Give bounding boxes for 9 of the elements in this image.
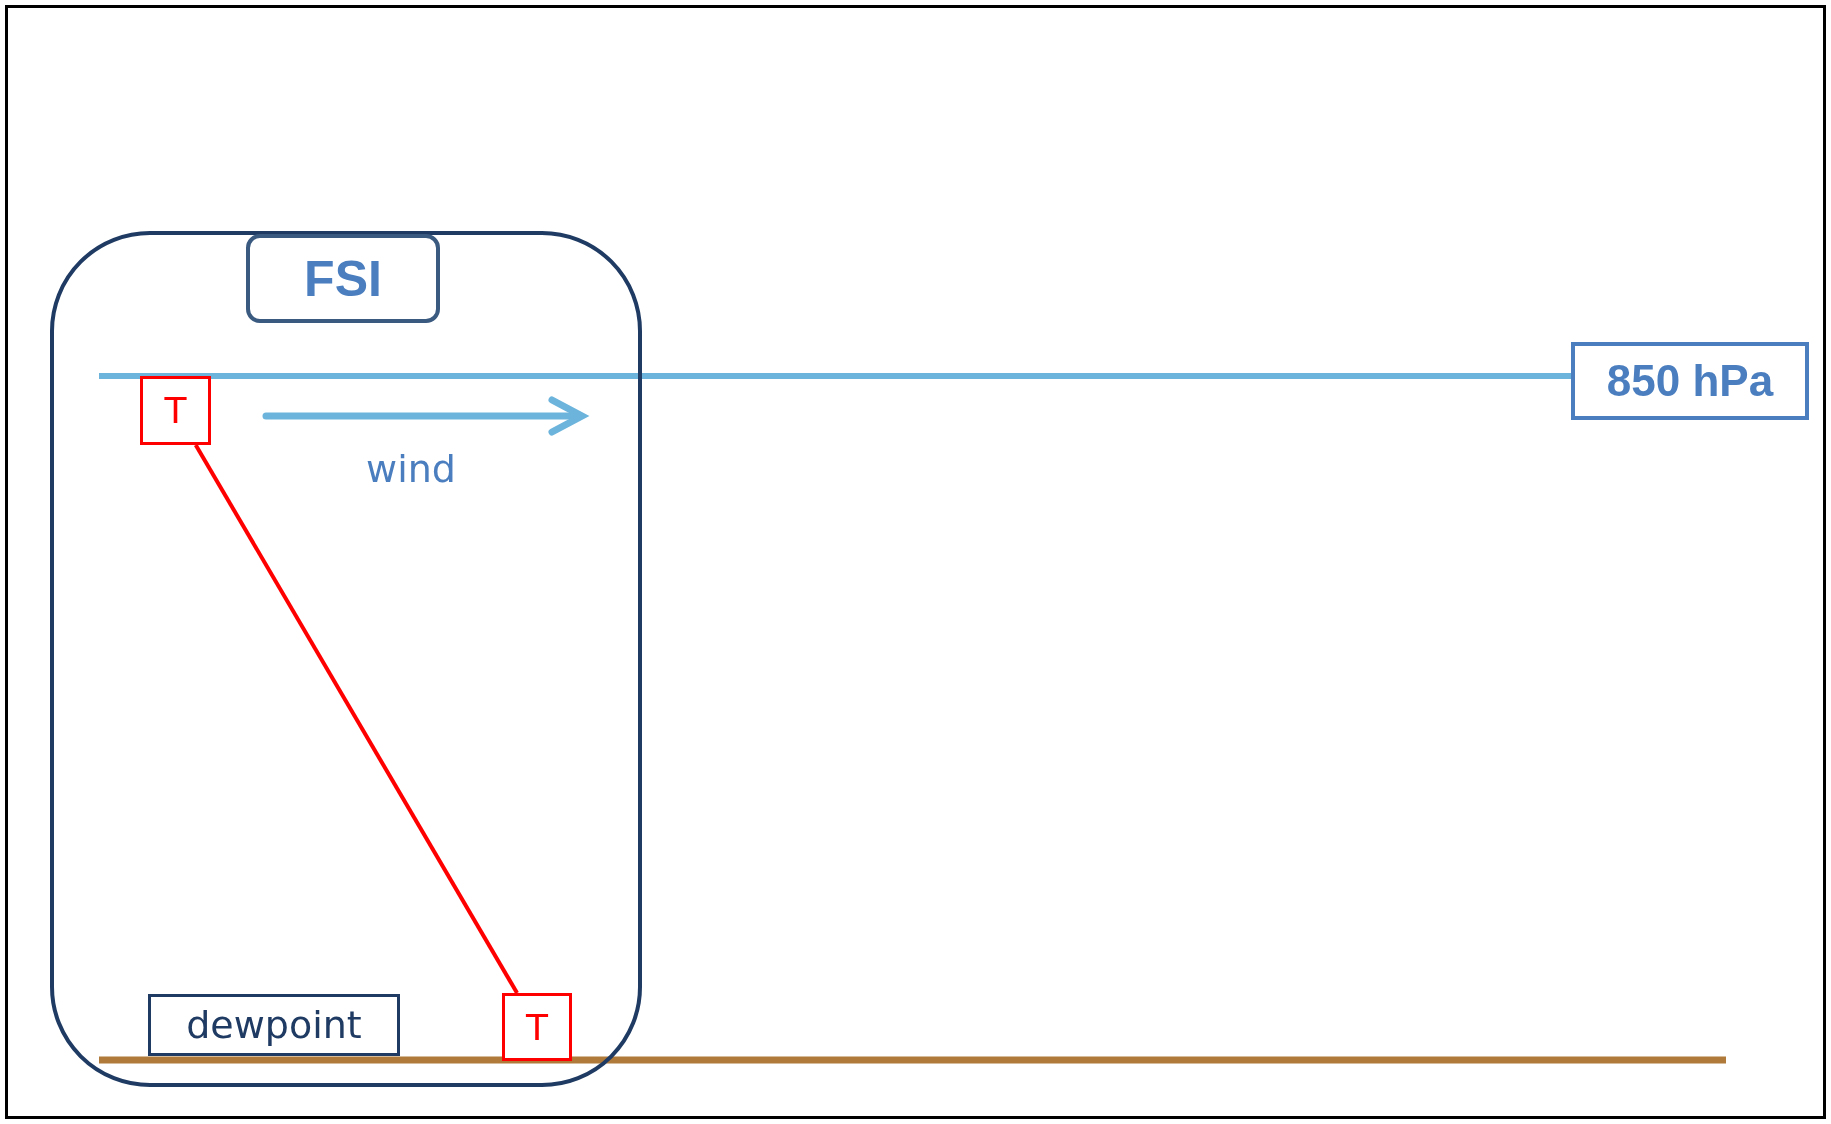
connector-line bbox=[194, 444, 519, 994]
temperature-box: T bbox=[502, 993, 572, 1061]
region-outline bbox=[50, 231, 642, 1087]
pressure-level-box: 850 hPa bbox=[1571, 342, 1809, 420]
dewpoint-box: dewpoint bbox=[148, 994, 400, 1056]
temperature-box: T bbox=[140, 376, 211, 445]
wind-label: wind bbox=[366, 447, 456, 491]
pressure-level-line bbox=[99, 373, 1571, 379]
title-box: FSI bbox=[246, 234, 440, 323]
